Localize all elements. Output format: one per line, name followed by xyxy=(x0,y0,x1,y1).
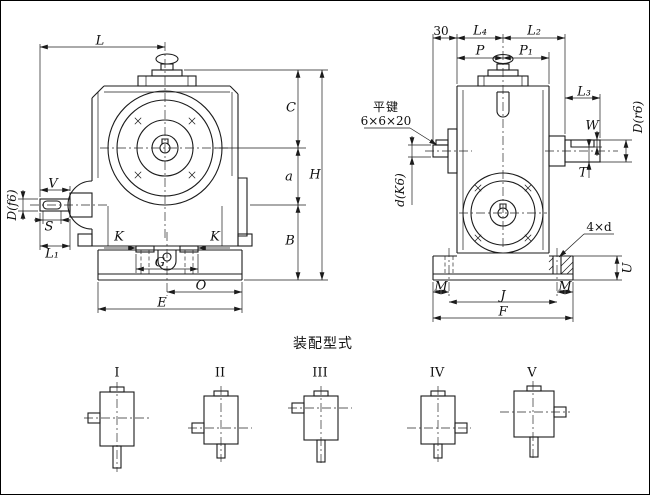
assembly-section-title: 装配型式 xyxy=(293,336,353,352)
assembly-type-iii xyxy=(288,386,352,466)
dim-label-Dr6: D(r6) xyxy=(631,100,645,134)
assembly-type-v xyxy=(500,381,570,461)
assembly-label-1: I xyxy=(114,365,120,381)
assembly-label-3: III xyxy=(312,365,328,381)
flat-key-size: 6×6×20 xyxy=(360,114,412,128)
side-dimensions xyxy=(364,34,632,322)
assembly-type-iv xyxy=(407,386,471,462)
dim-label-L1: L₁ xyxy=(45,246,59,262)
dim-label-B: B xyxy=(285,233,295,249)
dim-label-L: L xyxy=(95,33,105,49)
dim-label-S: S xyxy=(44,219,54,235)
dim-label-G: G xyxy=(154,255,166,271)
dim-label-C: C xyxy=(286,100,296,116)
dim-label-T: T xyxy=(578,165,588,181)
dim-label-P1: P₁ xyxy=(519,43,533,59)
side-view xyxy=(364,34,632,322)
dim-label-O: O xyxy=(195,278,207,294)
assembly-label-4: IV xyxy=(429,365,445,381)
front-view xyxy=(18,42,328,313)
dim-label-F: F xyxy=(498,304,508,320)
assembly-row xyxy=(84,381,570,472)
front-dimensions xyxy=(18,44,328,313)
dim-label-M-left: M xyxy=(434,279,448,295)
assembly-type-ii xyxy=(188,386,252,462)
dim-label-L2: L₂ xyxy=(527,23,541,39)
dim-label-J: J xyxy=(500,288,506,304)
dim-label-V: V xyxy=(48,176,58,192)
dim-label-U: U xyxy=(620,262,636,274)
dim-label-K-right: K xyxy=(210,229,220,245)
dim-label-M-right: M xyxy=(558,279,572,295)
dim-label-30: 30 xyxy=(433,24,449,38)
dim-label-E: E xyxy=(157,295,167,311)
dim-label-dK6: d(K6) xyxy=(393,173,407,207)
dim-label-L3: L₃ xyxy=(577,84,591,100)
dim-label-Df6: D(f6) xyxy=(5,189,19,221)
flat-key-label: 平键 xyxy=(372,100,400,114)
bolt-holes-label: 4×d xyxy=(586,220,612,234)
dim-label-P: P xyxy=(475,43,485,59)
assembly-type-i xyxy=(84,382,150,472)
dim-label-K-left: K xyxy=(114,229,124,245)
dim-label-H: H xyxy=(309,167,321,183)
dim-label-a: a xyxy=(285,169,293,185)
assembly-label-5: V xyxy=(527,365,537,381)
dim-label-W: W xyxy=(585,118,599,134)
assembly-label-2: II xyxy=(214,365,226,381)
dim-label-L4: L₄ xyxy=(473,23,487,39)
